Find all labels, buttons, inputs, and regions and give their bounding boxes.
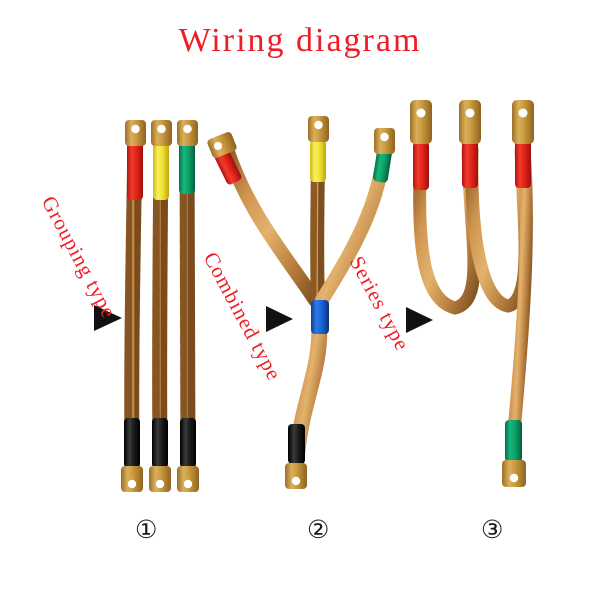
sleeve-black xyxy=(124,418,140,468)
sleeve-red-1 xyxy=(413,142,429,190)
lug-bottom-1 xyxy=(121,466,143,492)
number-2: ② xyxy=(307,517,330,544)
sleeve-black xyxy=(180,418,196,468)
lug-top-yellow xyxy=(308,116,329,142)
lug-top-3 xyxy=(512,100,534,144)
lug-bottom xyxy=(502,460,526,487)
cable-yellow-black xyxy=(152,132,169,468)
combined-type-assembly xyxy=(207,116,395,489)
lug-top-1 xyxy=(410,100,432,144)
lug-top-2 xyxy=(151,120,172,146)
sleeve-black xyxy=(152,418,168,468)
sleeve-yellow xyxy=(310,140,326,182)
sleeve-blue-junction xyxy=(311,300,329,334)
cable-red-black xyxy=(124,132,143,468)
arrow-icon-3 xyxy=(406,307,433,333)
grouping-type-assembly xyxy=(121,120,199,492)
series-type-assembly xyxy=(410,100,534,487)
lug-top-2 xyxy=(459,100,481,144)
sleeve-green xyxy=(505,420,522,462)
sleeve-red-3 xyxy=(515,140,531,188)
number-3: ③ xyxy=(481,517,504,544)
cable-green-black xyxy=(179,132,196,468)
lug-top-1 xyxy=(125,120,146,146)
sleeve-black xyxy=(288,424,305,464)
lug-top-3 xyxy=(177,120,198,146)
lug-bottom xyxy=(285,463,307,489)
arrow-icon-2 xyxy=(266,306,293,332)
sleeve-red xyxy=(214,149,242,185)
sleeve-red-2 xyxy=(462,140,478,188)
sleeve-red xyxy=(127,142,143,200)
sleeve-green xyxy=(373,147,392,183)
page-title: Wiring diagram xyxy=(178,22,422,59)
branch-red xyxy=(221,145,322,307)
lug-bottom-3 xyxy=(177,466,199,492)
lug-top-green xyxy=(374,128,395,154)
number-1: ① xyxy=(135,517,158,544)
sleeve-yellow xyxy=(153,142,169,200)
arrow-icon-1 xyxy=(94,305,122,331)
lug-top-red xyxy=(207,132,237,158)
lug-bottom-2 xyxy=(149,466,171,492)
sleeve-green xyxy=(179,142,195,194)
